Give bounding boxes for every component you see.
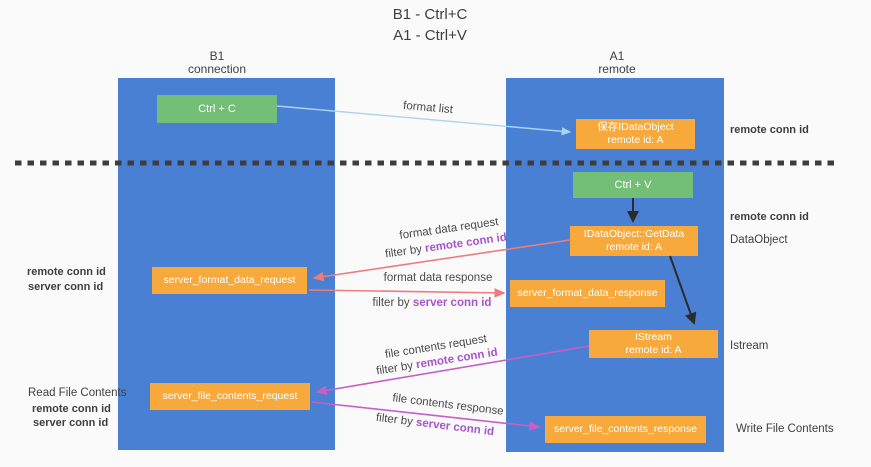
- node-save-idataobject-line1: 保存IDataObject: [597, 121, 674, 133]
- node-ctrl-c-label: Ctrl + C: [198, 102, 236, 115]
- label-read-file-contents: Read File Contents: [28, 387, 127, 399]
- node-server-file-contents-request: server_file_contents_request: [150, 383, 310, 410]
- server-conn-id-text: server conn id: [415, 416, 495, 439]
- node-istream: IStream remote id: A: [589, 330, 718, 358]
- node-ctrl-v-label: Ctrl + V: [614, 178, 652, 191]
- edge-label-format-data-response: format data response: [384, 272, 493, 284]
- node-idataobject-getdata: IDataObject::GetData remote id: A: [570, 226, 698, 256]
- filter-by-text: filter by: [372, 297, 413, 309]
- label-write-file-contents: Write File Contents: [736, 423, 834, 435]
- node-server-file-contents-response: server_file_contents_response: [545, 416, 706, 443]
- node-idataobject-getdata-line2: remote id: A: [605, 241, 663, 253]
- edge-label-filter-server-2: filter by server conn id: [375, 412, 494, 438]
- node-save-idataobject: 保存IDataObject remote id: A: [576, 119, 695, 149]
- node-server-format-data-request-label: server_format_data_request: [163, 274, 296, 286]
- edge-label-file-contents-response: file contents response: [392, 392, 505, 418]
- node-server-format-data-response-label: server_format_data_response: [517, 287, 658, 299]
- label-dataobject: DataObject: [730, 234, 788, 246]
- node-ctrl-v: Ctrl + V: [573, 172, 693, 198]
- node-istream-line1: IStream: [635, 331, 672, 343]
- node-ctrl-c: Ctrl + C: [157, 95, 277, 123]
- label-remote-conn-id-left-2: remote conn id: [32, 403, 111, 415]
- filter-by-text: filter by: [375, 359, 418, 378]
- format-data-response-text: format data response: [383, 272, 493, 284]
- node-server-format-data-request: server_format_data_request: [152, 267, 307, 294]
- filter-by-text: filter by: [384, 242, 426, 261]
- file-contents-response-text: file contents response: [391, 392, 505, 418]
- filter-by-text: filter by: [375, 411, 417, 429]
- node-istream-line2: remote id: A: [625, 344, 682, 356]
- lane-header-a1: A1 remote: [557, 50, 677, 76]
- edge-label-filter-server-1: filter by server conn id: [373, 297, 492, 309]
- arrow-format-data-response: [308, 288, 506, 298]
- lane-b1-title: B1: [209, 49, 225, 63]
- title-line-2: A1 - Ctrl+V: [393, 27, 467, 44]
- format-list-text: format list: [402, 99, 454, 117]
- label-remote-conn-id-left-1: remote conn id: [27, 266, 106, 278]
- lane-b1-subtitle: connection: [187, 62, 247, 76]
- label-remote-conn-id-right-1: remote conn id: [730, 124, 809, 136]
- node-save-idataobject-line2: remote id: A: [607, 134, 664, 146]
- lane-a1-subtitle: remote: [598, 62, 636, 76]
- label-server-conn-id-left-1: server conn id: [28, 281, 104, 293]
- lane-header-b1: B1 connection: [157, 50, 277, 76]
- lane-a1-title: A1: [609, 49, 625, 63]
- page-title: B1 - Ctrl+C A1 - Ctrl+V: [280, 4, 580, 46]
- node-server-file-contents-request-label: server_file_contents_request: [162, 390, 298, 402]
- node-server-file-contents-response-label: server_file_contents_response: [553, 423, 697, 435]
- label-server-conn-id-left-2: server conn id: [33, 417, 109, 429]
- node-idataobject-getdata-line1: IDataObject::GetData: [583, 228, 685, 240]
- title-line-1: B1 - Ctrl+C: [392, 6, 468, 23]
- label-istream: Istream: [730, 340, 769, 352]
- label-remote-conn-id-right-2: remote conn id: [730, 211, 809, 223]
- edge-label-format-list: format list: [403, 100, 454, 116]
- server-conn-id-text: server conn id: [412, 297, 492, 309]
- node-server-format-data-response: server_format_data_response: [510, 280, 665, 307]
